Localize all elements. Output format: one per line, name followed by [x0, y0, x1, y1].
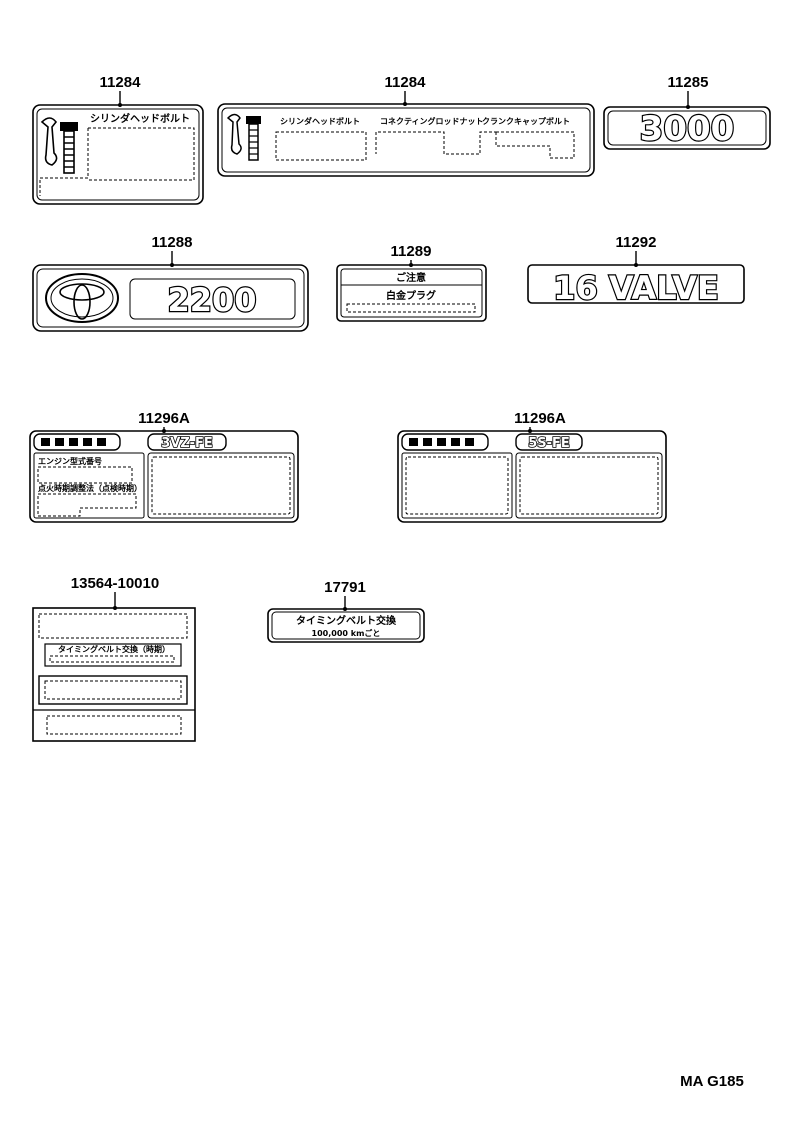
label-13564-10010: 13564-10010 タイミングベルト交換（時期）	[32, 575, 196, 742]
wrench-bolt-icon	[226, 113, 261, 161]
row-text-1: エンジン型式番号	[38, 456, 102, 466]
label-text: 16 VALVE	[553, 269, 719, 307]
label-text-2: コネクティングロッドナット	[380, 116, 484, 126]
label-text-2: 白金プラグ	[386, 289, 436, 302]
part-number: 11288	[152, 234, 193, 251]
engine-code: 5S-FE	[528, 436, 570, 451]
label-11296a-5sfe: 11296A 5S-FE	[397, 410, 667, 523]
part-number: 11284	[100, 74, 142, 91]
label-text-1: シリンダヘッドボルト	[280, 116, 360, 126]
part-number: 13564-10010	[71, 575, 159, 592]
part-number: 11296A	[138, 410, 190, 427]
label-11288: 11288 2200	[32, 234, 309, 332]
part-number: 11285	[668, 74, 709, 91]
wrench-bolt-icon	[40, 117, 78, 174]
part-number: 17791	[324, 579, 366, 596]
toyota-lettering	[41, 438, 106, 446]
engine-code: 3VZ-FE	[161, 436, 212, 451]
part-number: 11292	[616, 234, 657, 251]
part-number: 11296A	[514, 410, 566, 427]
label-11296a-3vzfe: 11296A 3VZ-FE エンジン型式番号 点火時期調整法（点検時期）	[29, 410, 299, 523]
label-text: 2200	[167, 281, 256, 319]
label-text-1: タイミングベルト交換	[296, 614, 397, 627]
toyota-lettering	[409, 438, 474, 446]
label-11292: 11292 16 VALVE	[527, 234, 745, 308]
label-text: シリンダヘッドボルト	[90, 112, 190, 125]
part-number: 11284	[385, 74, 427, 91]
label-11284-wide: 11284 シリンダヘッドボルト コネクティングロッドナット クランクキャップボ…	[217, 74, 595, 177]
label-text-3: クランクキャップボルト	[482, 116, 570, 126]
reference-code: MA G185	[680, 1073, 744, 1090]
label-11289: 11289 ご注意 白金プラグ	[336, 243, 487, 322]
part-number: 11289	[391, 243, 432, 260]
label-text: 3000	[640, 109, 735, 149]
label-11285: 11285 3000	[603, 74, 771, 150]
label-17791: 17791 タイミングベルト交換 100,000 kmごと	[267, 579, 425, 643]
label-text: タイミングベルト交換（時期）	[58, 644, 170, 654]
label-11284-small: 11284 シリンダヘッドボルト	[32, 74, 204, 205]
row-text-2: 点火時期調整法（点検時期）	[38, 483, 142, 493]
label-text-1: ご注意	[396, 271, 426, 284]
label-text-2: 100,000 kmごと	[312, 628, 381, 638]
toyota-emblem-icon	[45, 273, 119, 323]
